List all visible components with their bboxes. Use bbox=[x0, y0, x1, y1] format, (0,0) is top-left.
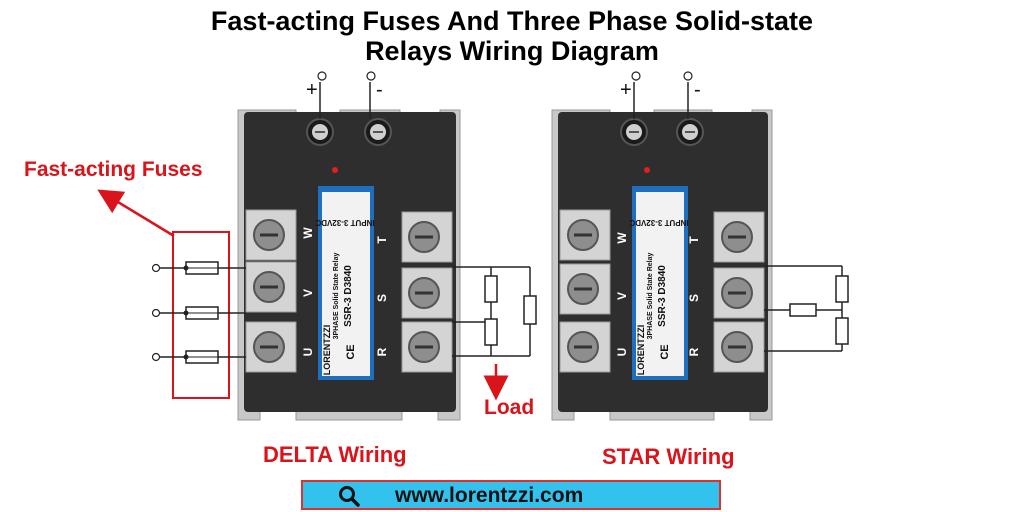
website-url[interactable]: www.lorentzzi.com bbox=[395, 484, 584, 507]
label-type: 3PHASE Solid State Relay bbox=[647, 253, 654, 340]
input-terminals bbox=[245, 209, 297, 373]
status-led bbox=[332, 167, 338, 173]
status-led bbox=[644, 167, 650, 173]
phase-r: R bbox=[375, 347, 389, 356]
output-terminals bbox=[713, 211, 765, 373]
arrow-icon bbox=[97, 189, 175, 238]
label-model: SSR-3 D3840 bbox=[343, 265, 354, 327]
phase-t: T bbox=[687, 236, 701, 244]
load-label: Load bbox=[484, 396, 535, 419]
phase-w: W bbox=[615, 232, 629, 244]
fuse-block bbox=[151, 231, 246, 399]
plus-symbol: + bbox=[620, 79, 632, 101]
phase-v: V bbox=[301, 289, 315, 297]
delta-wiring-label: DELTA Wiring bbox=[263, 442, 407, 467]
phase-u: U bbox=[615, 348, 629, 357]
star-load-network bbox=[764, 265, 849, 352]
delta-load-network bbox=[452, 266, 537, 357]
product-label: INPUT 3-32VDC 3PHASE Solid State Relay S… bbox=[315, 186, 375, 380]
input-terminals bbox=[559, 209, 611, 373]
product-label: INPUT 3-32VDC 3PHASE Solid State Relay S… bbox=[629, 186, 689, 380]
minus-symbol: - bbox=[694, 79, 701, 101]
phase-w: W bbox=[301, 227, 315, 239]
load-resistor bbox=[484, 318, 498, 346]
relay-delta: + - W V U T S bbox=[237, 71, 461, 421]
phase-u: U bbox=[301, 348, 315, 357]
label-type: 3PHASE Solid State Relay bbox=[333, 253, 340, 340]
label-model: SSR-3 D3840 bbox=[657, 265, 668, 327]
control-terminal-minus bbox=[364, 118, 392, 146]
control-terminal-minus bbox=[676, 118, 704, 146]
load-resistor bbox=[484, 275, 498, 303]
search-icon bbox=[339, 486, 360, 507]
title-line-2: Relays Wiring Diagram bbox=[365, 36, 659, 66]
phase-v: V bbox=[615, 292, 629, 300]
phase-t: T bbox=[375, 236, 389, 244]
star-wiring-label: STAR Wiring bbox=[602, 444, 735, 469]
url-bar: www.lorentzzi.com bbox=[301, 480, 721, 510]
label-input: INPUT 3-32VDC bbox=[629, 218, 688, 227]
phase-s: S bbox=[375, 294, 389, 302]
fuses-label: Fast-acting Fuses bbox=[24, 158, 203, 181]
load-resistor bbox=[523, 295, 537, 325]
control-terminal-plus bbox=[620, 118, 648, 146]
plus-symbol: + bbox=[306, 79, 318, 101]
label-brand: LORENTZZI bbox=[636, 325, 646, 376]
relay-star: + - W V U T S R bbox=[551, 71, 773, 421]
output-terminals bbox=[401, 211, 453, 373]
load-resistor bbox=[835, 317, 849, 345]
load-resistor bbox=[789, 303, 817, 317]
label-ce: CE bbox=[345, 344, 357, 359]
load-resistor bbox=[835, 275, 849, 303]
phase-s: S bbox=[687, 294, 701, 302]
phase-r: R bbox=[687, 347, 701, 356]
minus-symbol: - bbox=[376, 79, 383, 101]
title-line-1: Fast-acting Fuses And Three Phase Solid-… bbox=[210, 6, 814, 36]
control-terminal-plus bbox=[306, 118, 334, 146]
label-brand: LORENTZZI bbox=[322, 325, 332, 376]
label-input: INPUT 3-32VDC bbox=[315, 218, 374, 227]
page-title: Fast-acting Fuses And Three Phase Solid-… bbox=[0, 6, 1024, 66]
label-ce: CE bbox=[659, 344, 671, 359]
fuse-highlight-box bbox=[172, 231, 230, 399]
